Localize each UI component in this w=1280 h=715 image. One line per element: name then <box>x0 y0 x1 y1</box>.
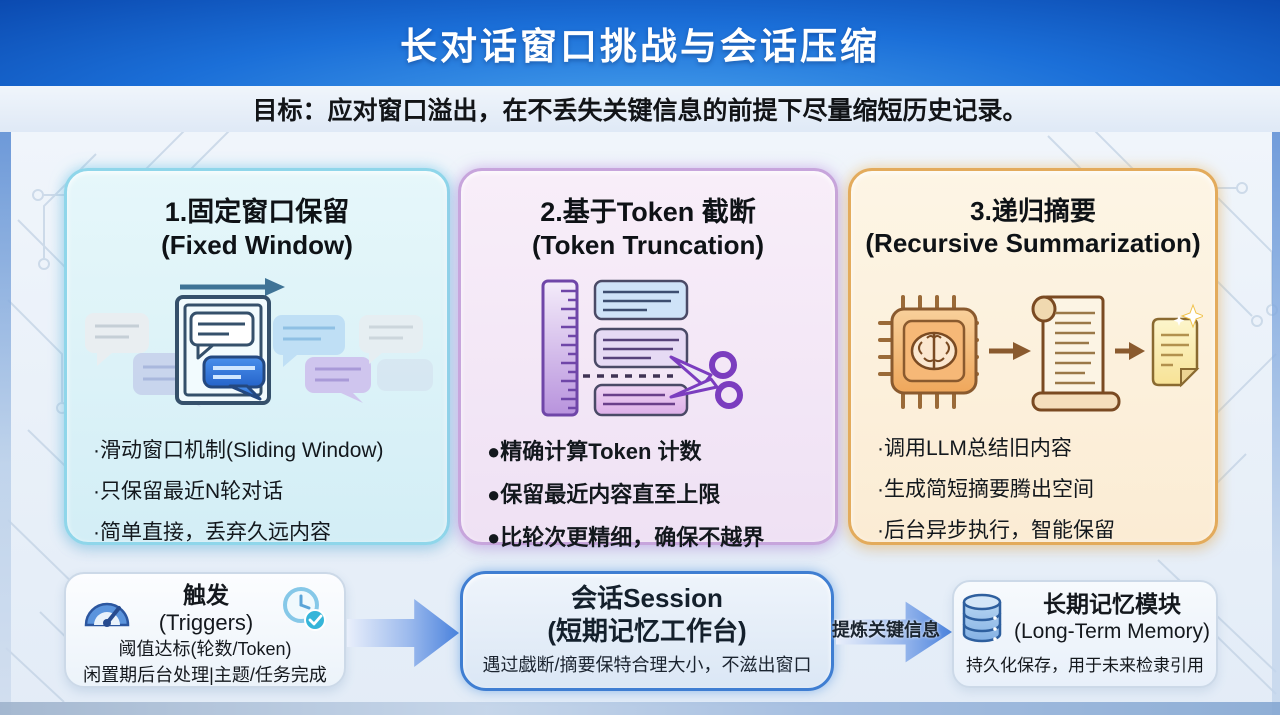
memory-note: 持久化保存，用于未来检隶引用 <box>966 656 1204 675</box>
page-title: 长对话窗口挑战与会话压缩 <box>400 26 880 67</box>
bullet-item: ●精确计算Token 计数 <box>487 438 702 464</box>
bullet-item: ●比轮次更精细，确保不越界 <box>487 524 765 550</box>
card-recursive-summarization: 3.递归摘要 (Recursive Summarization) <box>848 168 1218 545</box>
right-edge-band <box>1272 0 1280 715</box>
left-edge-band <box>0 0 11 715</box>
bullet-item: ·后台异步执行，智能保留 <box>877 519 1115 543</box>
session-subtitle: (短期记忆工作台) <box>547 615 747 646</box>
database-icon <box>962 593 1002 642</box>
session-note: 遇过戯断/摘要保特合理大小，不滋出窗口 <box>482 655 812 675</box>
header-banner: 长对话窗口挑战与会话压缩 <box>0 0 1280 86</box>
trigger-line-2: 闲置期后台处理|主题/任务完成 <box>83 665 327 686</box>
flow-arrow-2-label: 提炼关键信息 <box>832 620 940 640</box>
card-bullets: ·滑动窗口机制(Sliding Window) ·只保留最近N轮对话 ·简单直接… <box>93 431 447 554</box>
gauge-icon <box>84 602 130 627</box>
bullet-item: ·简单直接，丢弃久远内容 <box>93 520 331 544</box>
card-fixed-window: 1.固定窗口保留 (Fixed Window) <box>64 168 450 545</box>
bullet-item: ·滑动窗口机制(Sliding Window) <box>93 438 384 462</box>
session-box: 会话Session (短期记忆工作台) 遇过戯断/摘要保特合理大小，不滋出窗口 <box>460 571 834 691</box>
chip-scroll-note-summarization-icon <box>878 295 1203 412</box>
card-bullets: ·调用LLM总结旧内容 ·生成简短摘要腾出空间 ·后台异步执行，智能保留 <box>877 429 1215 552</box>
card-subtitle-en: (Fixed Window) <box>161 229 353 260</box>
trigger-box: 触发 (Triggers) 阈值达标(轮数/Token) 闲置期后台处理|主题/… <box>64 572 346 688</box>
clock-check-icon <box>283 586 326 631</box>
bullet-item: ·生成简短摘要腾出空间 <box>877 478 1094 502</box>
flow-arrow-right-icon <box>347 598 459 668</box>
bottom-edge-band <box>0 702 1280 715</box>
ruler-scissors-truncation-icon <box>541 279 743 417</box>
bullet-item: ·调用LLM总结旧内容 <box>877 437 1072 461</box>
memory-subtitle: (Long-Term Memory) <box>1013 619 1211 643</box>
card-subtitle-en: (Token Truncation) <box>531 229 765 260</box>
card-subtitle-en: (Recursive Summarization) <box>865 228 1201 259</box>
goal-subtitle: 目标：应对窗口溢出，在不丢失关键信息的前提下尽量缩短历史记录。 <box>0 86 1280 132</box>
memory-box: 长期记忆模块 (Long-Term Memory) 持久化保存，用于未来检隶引用 <box>952 580 1218 688</box>
sliding-window-chat-bubbles-icon <box>85 277 433 407</box>
card-illustration <box>851 267 1215 425</box>
card-bullets: ●精确计算Token 计数 ●保留最近内容直至上限 ●比轮次更精细，确保不越界 <box>487 431 835 560</box>
trigger-title: 触发 <box>183 582 229 608</box>
trigger-subtitle: (Triggers) <box>158 609 254 635</box>
card-token-truncation: 2.基于Token 截断 (Token Truncation) <box>458 168 838 550</box>
card-illustration <box>67 269 447 427</box>
session-title: 会话Session <box>571 583 723 613</box>
bullet-item: ●保留最近内容直至上限 <box>487 481 721 507</box>
card-title: 1.固定窗口保留 <box>164 197 350 227</box>
bullet-item: ·只保留最近N轮对话 <box>93 479 284 503</box>
trigger-line-1: 阈值达标(轮数/Token) <box>118 638 292 659</box>
card-title: 2.基于Token 截断 <box>540 197 756 227</box>
memory-title: 长期记忆模块 <box>1042 591 1181 617</box>
card-illustration <box>461 269 835 427</box>
card-title: 3.递归摘要 <box>970 196 1096 226</box>
